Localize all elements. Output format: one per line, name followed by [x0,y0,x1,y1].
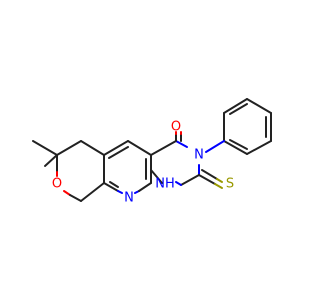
bond [229,139,248,150]
bond [216,178,223,183]
atom-label-o-ring: O [52,177,62,192]
bond [44,154,58,167]
molecule-svg: O N N NH S O [32,98,272,206]
pyrimidine-ring [150,131,223,189]
bond [80,182,105,202]
bond [150,140,177,156]
bond [63,190,71,196]
atom-label-s-thione: S [226,177,234,192]
bond [117,190,123,194]
bond [229,103,248,115]
phenyl-ring [223,98,272,155]
pyridine-ring [103,140,152,194]
bond [108,146,129,159]
atom-label-n-pyridine: N [124,191,134,206]
molecule-structure-diagram: O N N NH S O [32,98,272,206]
bond [109,181,119,188]
bond [175,181,182,186]
bond [127,140,152,156]
bond [103,140,129,156]
bond [180,174,200,186]
bond [223,98,248,114]
bond [80,140,105,156]
bond [223,140,248,155]
bond [150,169,163,184]
pyran-ring [32,140,105,202]
bond [205,140,225,153]
bond [246,140,272,155]
bond [175,140,188,148]
atom-label-nh: NH [155,177,175,192]
bond [32,140,58,156]
atom-label-n-phenyl: N [194,148,204,163]
bond [198,174,216,185]
bond [103,182,119,192]
atom-label-o-carbonyl: O [171,120,181,135]
bond [201,169,218,180]
bond [56,140,82,156]
bond [246,98,272,114]
bond [138,182,152,192]
bond [214,183,223,189]
bond [69,194,82,202]
